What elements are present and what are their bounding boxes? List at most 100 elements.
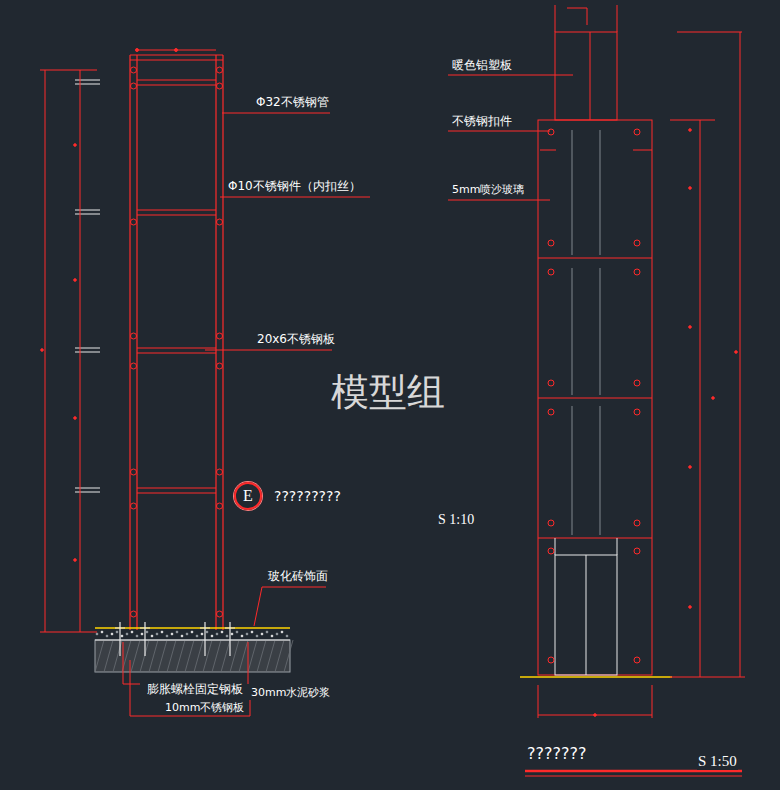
- mortar-grit: [191, 631, 193, 633]
- mortar-grit: [276, 633, 278, 635]
- leader-line: [220, 197, 370, 198]
- top-cap: [130, 59, 223, 60]
- mortar-grit: [161, 631, 163, 633]
- leader-line: [130, 716, 250, 717]
- bolt-symbol: [217, 67, 223, 73]
- dimension-line: [80, 70, 81, 632]
- dimension-tick: [689, 326, 692, 329]
- glass-joint: [600, 130, 601, 255]
- mortar-grit: [156, 633, 158, 635]
- mortar-grit: [136, 635, 138, 637]
- mortar-grit: [216, 633, 218, 635]
- dimension-line: [677, 32, 742, 33]
- mortar-grit: [146, 631, 148, 633]
- bolt-symbol: [131, 611, 137, 617]
- scale-label: S 1:10: [437, 512, 475, 529]
- section-stub: [75, 488, 100, 489]
- dimension-tick: [712, 397, 715, 400]
- mortar-grit: [186, 633, 188, 635]
- mortar-grit: [111, 633, 113, 635]
- dimension-tick: [689, 466, 692, 469]
- mortar-grit: [221, 631, 223, 633]
- dimension-line: [670, 677, 745, 678]
- mortar-grit: [126, 633, 128, 635]
- anchor-bolt: [144, 622, 145, 656]
- bolt-symbol: [131, 67, 137, 73]
- dimension-tick: [689, 129, 692, 132]
- dimension-tick: [689, 187, 692, 190]
- glass-frame: [538, 120, 652, 675]
- mortar-grit: [241, 635, 243, 637]
- bolt-symbol: [131, 469, 137, 475]
- bolt-symbol: [217, 83, 223, 89]
- part-label: 膨胀螺栓固定钢板: [146, 682, 244, 696]
- mortar-grit: [116, 631, 118, 633]
- stainless-rail: [137, 79, 216, 80]
- panel-divider: [538, 398, 652, 399]
- floor-finish: [95, 627, 290, 629]
- leader-line: [123, 684, 140, 685]
- mortar-grit: [141, 633, 143, 635]
- dimension-line: [538, 715, 652, 716]
- dimension-tick: [594, 714, 597, 717]
- bolt-symbol: [634, 657, 640, 663]
- dimension-tick: [689, 606, 692, 609]
- mortar-grit: [211, 635, 213, 637]
- mortar-grit: [271, 635, 273, 637]
- part-label: 30mm水泥砂浆: [250, 686, 331, 699]
- steel-post: [136, 55, 137, 630]
- mortar-grit: [206, 631, 208, 633]
- part-label: 5mm喷沙玻璃: [451, 183, 525, 196]
- dimension-line: [137, 50, 216, 51]
- aluminium-panel: [590, 32, 591, 120]
- base-panel: [617, 538, 618, 555]
- drawing-title: ???????: [526, 744, 587, 763]
- bolt-symbol: [131, 503, 137, 509]
- mortar-grit: [131, 631, 133, 633]
- bolt-symbol: [217, 503, 223, 509]
- leader-line: [222, 113, 330, 114]
- dimension-line: [567, 8, 587, 9]
- anchor-bolt: [140, 628, 150, 629]
- bolt-symbol: [634, 380, 640, 386]
- bolt-symbol: [634, 520, 640, 526]
- bolt-symbol: [217, 219, 223, 225]
- slab-hatch: [167, 640, 176, 672]
- slab-hatch: [230, 640, 239, 672]
- anchor-bolt: [204, 622, 205, 656]
- stainless-rail: [137, 209, 216, 210]
- slab-hatch: [194, 640, 203, 672]
- anchor-bolt: [119, 622, 120, 656]
- part-label: 暖色铝塑板: [451, 58, 513, 72]
- slab-hatch: [212, 640, 221, 672]
- section-stub: [75, 84, 100, 85]
- bolt-symbol: [217, 333, 223, 339]
- bolt-symbol: [634, 409, 640, 415]
- part-label: 20x6不锈钢板: [256, 332, 336, 346]
- mortar-grit: [256, 635, 258, 637]
- mortar-grit: [246, 633, 248, 635]
- watermark: 模型组: [330, 370, 446, 416]
- bolt-symbol: [548, 657, 554, 663]
- slab-hatch: [176, 640, 185, 672]
- mortar-grit: [101, 631, 103, 633]
- bolt-symbol: [548, 380, 554, 386]
- bolt-symbol: [548, 520, 554, 526]
- mortar-grit: [261, 633, 263, 635]
- bolt-symbol: [217, 611, 223, 617]
- bolt-symbol: [217, 363, 223, 369]
- leader-line: [205, 350, 332, 351]
- slab-hatch: [203, 640, 212, 672]
- stainless-rail: [137, 347, 216, 348]
- part-label: 玻化砖饰面: [267, 569, 329, 583]
- mortar-grit: [181, 635, 183, 637]
- slab-hatch: [149, 640, 158, 672]
- bolt-symbol: [634, 269, 640, 275]
- mortar-grit: [106, 635, 108, 637]
- leader-line: [254, 587, 262, 626]
- dimension-tick: [41, 349, 44, 352]
- title-underline: [525, 770, 742, 773]
- mortar-grit: [166, 635, 168, 637]
- mortar-grit: [226, 635, 228, 637]
- slab-hatch: [221, 640, 230, 672]
